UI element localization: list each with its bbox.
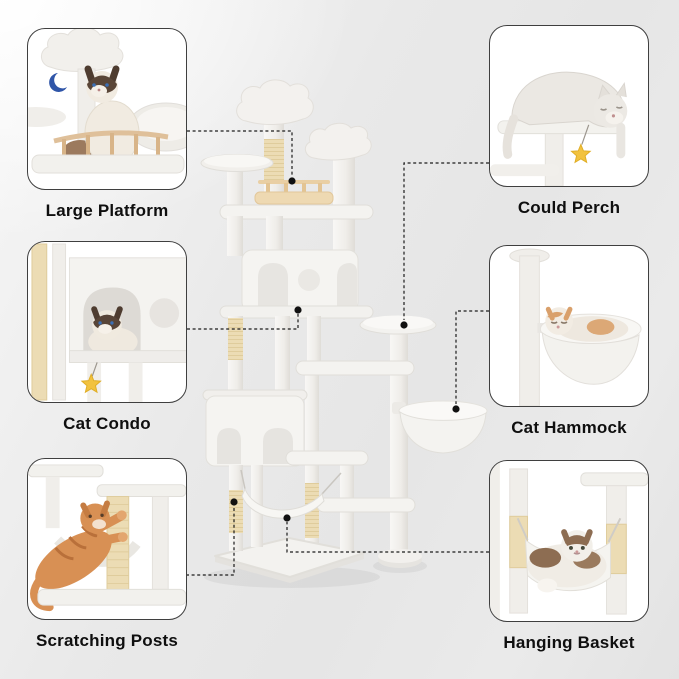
inset-photo-scratching-posts (27, 458, 187, 620)
condo-arch-door (258, 263, 288, 306)
post (519, 255, 540, 406)
inset-photo-cat-condo (27, 241, 187, 403)
post (45, 476, 60, 529)
star-toy-icon (80, 373, 102, 394)
toy-string (91, 362, 98, 377)
side-platform (28, 107, 66, 127)
cat-illustration (63, 65, 140, 166)
feature-label-hanging-basket: Hanging Basket (503, 633, 635, 652)
post (128, 362, 143, 402)
bowl-basket (392, 400, 488, 454)
feature-label-large-platform: Large Platform (45, 201, 169, 220)
top-towers (200, 79, 374, 256)
post (151, 496, 169, 590)
platform (31, 154, 185, 174)
callout-cat-hammock: Cat Hammock (489, 245, 649, 438)
cloud-perch-top (236, 79, 314, 125)
cloud-perch-mid (304, 122, 372, 161)
cat-illustration (88, 306, 138, 357)
cat-illustration (502, 71, 628, 159)
callout-connector-dots (230, 177, 460, 522)
feature-label-could-perch: Could Perch (517, 198, 621, 217)
post (490, 461, 500, 621)
connector-hanging-basket (286, 522, 489, 553)
sisal-wrap (228, 318, 243, 360)
condo-round-hole (149, 298, 180, 328)
sisal-wrap (509, 515, 529, 569)
cat-illustration (545, 306, 629, 342)
feature-label-scratching-posts: Scratching Posts (35, 631, 179, 650)
bottom-section (229, 450, 416, 551)
condo-floor (68, 350, 186, 363)
feature-label-cat-hammock: Cat Hammock (511, 418, 627, 437)
platform (580, 472, 648, 487)
lower-platform (490, 164, 560, 177)
side-pole-assembly (359, 315, 488, 568)
star-toy-icon (570, 143, 592, 164)
mid-platform (295, 360, 415, 376)
callout-large-platform: Large Platform (27, 28, 187, 221)
callout-could-perch: Could Perch (489, 25, 649, 218)
base-board (214, 537, 365, 583)
callout-hanging-basket: Hanging Basket (489, 460, 649, 653)
step-platform (316, 497, 416, 513)
callout-connectors (186, 130, 489, 576)
inset-photo-hanging-basket (489, 460, 649, 622)
condo-arch-door (263, 428, 293, 464)
side-platform (200, 154, 274, 172)
inset-photo-could-perch (489, 25, 649, 187)
fabric-hammock (240, 469, 342, 519)
condo-arch-door-right (337, 263, 357, 306)
round-perch (359, 315, 437, 335)
step-platform (285, 450, 369, 466)
condo-round-hole (298, 269, 320, 291)
lower-condo (202, 389, 308, 467)
condo-arch-door (217, 428, 241, 464)
cat-illustration (30, 500, 128, 612)
sisal-wrap (264, 139, 284, 181)
hammock-cords (516, 517, 622, 543)
inset-photo-large-platform (27, 28, 187, 190)
wood-rail (53, 130, 169, 157)
platform (28, 464, 104, 478)
post (52, 243, 67, 401)
round-bed (127, 102, 186, 152)
callout-scratching-posts: Scratching Posts (27, 458, 187, 651)
moon-toy-icon (49, 73, 67, 92)
feature-label-cat-condo: Cat Condo (63, 414, 151, 433)
platform (96, 484, 186, 498)
toy-string (581, 124, 590, 145)
wide-platform (219, 204, 374, 220)
connector-could-perch (403, 162, 489, 320)
post (544, 133, 564, 186)
hammock-bowl (541, 331, 640, 385)
connector-cat-hammock (455, 310, 489, 404)
cat-illustration (527, 529, 607, 593)
sisal-wrap (229, 490, 243, 533)
sisal-post (31, 243, 48, 401)
cloud-perch (41, 29, 124, 72)
base-board (37, 588, 186, 606)
connector-large-platform (187, 130, 293, 177)
callout-cat-condo: Cat Condo (27, 241, 187, 434)
inset-photo-cat-hammock (489, 245, 649, 407)
